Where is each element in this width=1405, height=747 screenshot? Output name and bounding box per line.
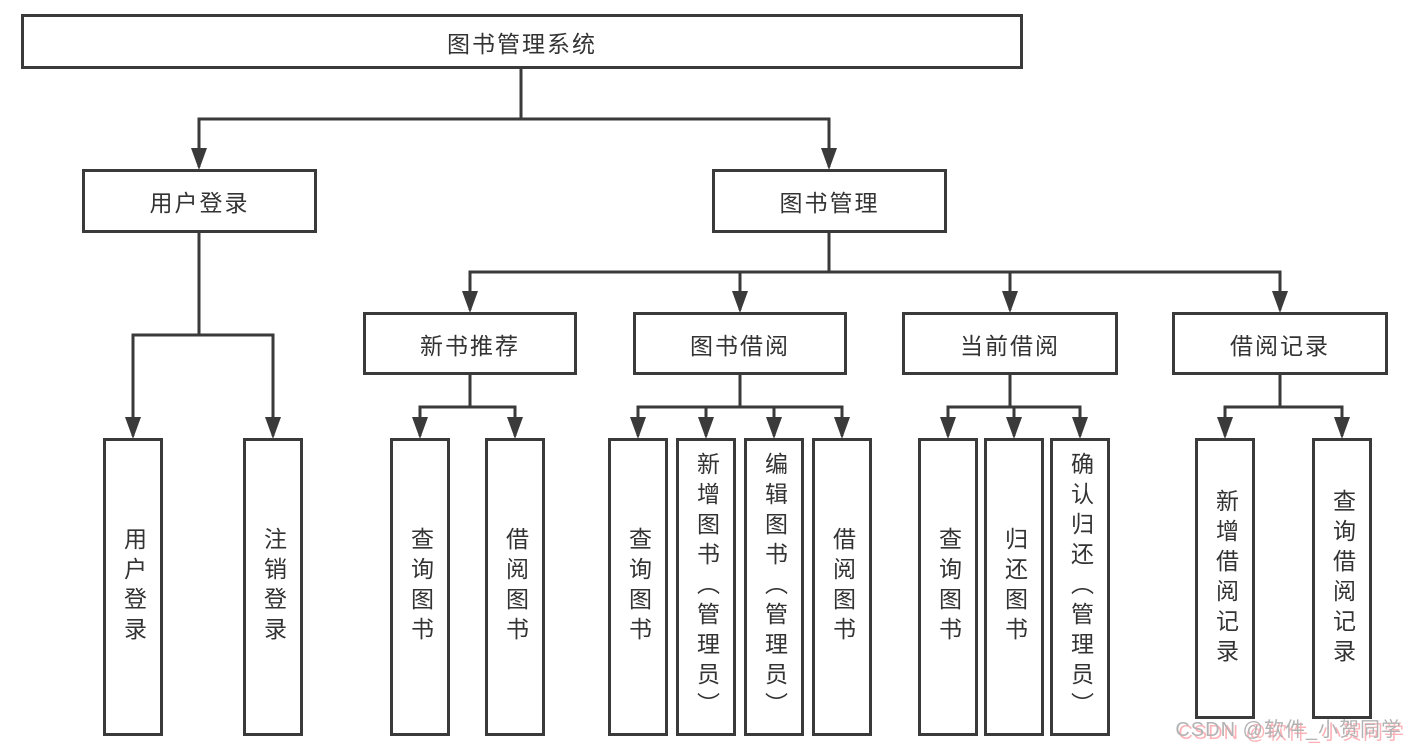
leaf-borrow-books: 借阅图书 bbox=[812, 438, 872, 736]
node-book-borrow: 图书借阅 bbox=[633, 312, 847, 375]
leaf-query-books-recommend: 查询图书 bbox=[390, 438, 450, 736]
leaf-add-books-admin: 新增图书（管理员） bbox=[676, 438, 736, 736]
leaf-return-books: 归还图书 bbox=[984, 438, 1044, 736]
leaf-borrow-books-recommend: 借阅图书 bbox=[485, 438, 545, 736]
node-book-management: 图书管理 bbox=[712, 169, 947, 233]
leaf-add-borrow-record: 新增借阅记录 bbox=[1195, 438, 1255, 719]
node-borrow-records: 借阅记录 bbox=[1172, 312, 1388, 375]
leaf-logout-login: 注销登录 bbox=[243, 438, 303, 736]
leaf-query-borrow-record: 查询借阅记录 bbox=[1312, 438, 1372, 719]
csdn-watermark: CSDN @软件_小贺同学 bbox=[1175, 719, 1402, 741]
leaf-query-books-borrow: 查询图书 bbox=[608, 438, 668, 736]
leaf-confirm-return-admin: 确认归还（管理员） bbox=[1050, 438, 1110, 736]
leaf-user-login: 用户登录 bbox=[103, 438, 163, 736]
node-new-book-recommend: 新书推荐 bbox=[363, 312, 577, 375]
node-system-root: 图书管理系统 bbox=[21, 14, 1023, 69]
node-current-borrow: 当前借阅 bbox=[902, 312, 1118, 375]
node-user-login: 用户登录 bbox=[82, 169, 317, 233]
leaf-query-books-current: 查询图书 bbox=[918, 438, 978, 736]
leaf-edit-books-admin: 编辑图书（管理员） bbox=[744, 438, 804, 736]
